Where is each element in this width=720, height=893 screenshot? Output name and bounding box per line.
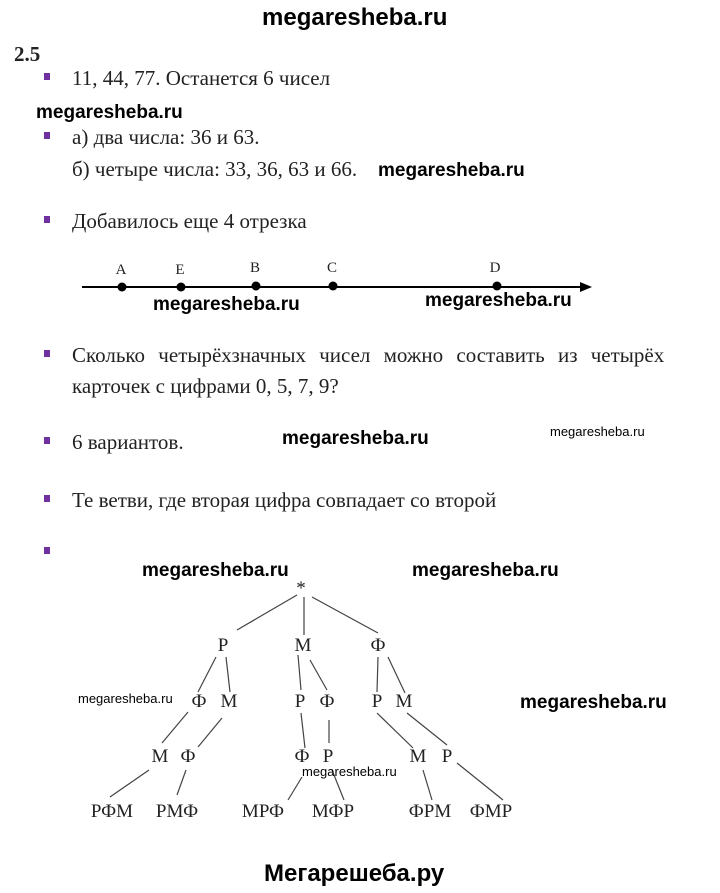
tree-node: Р [217, 635, 229, 656]
watermark-small: megaresheba.ru [78, 691, 173, 706]
point-label: E [175, 262, 185, 278]
bullet-icon [44, 495, 50, 502]
point-label: A [115, 262, 127, 278]
tree-node: М [395, 691, 413, 712]
bullet-icon [44, 73, 50, 80]
tree-leaf: МФР [311, 801, 355, 822]
point-label: C [326, 260, 338, 276]
item-4-line2: карточек с цифрами 0, 5, 7, 9? [72, 374, 339, 398]
tree-node: М [220, 691, 238, 712]
item-6: Те ветви, где вторая цифра совпадает со … [72, 488, 497, 512]
item-2-line1: а) два числа: 36 и 63. [72, 125, 260, 149]
item-5: 6 вариантов. [72, 430, 184, 454]
tree-leaf: МРФ [241, 801, 285, 822]
bullet-icon [44, 132, 50, 139]
watermark: megaresheba.ru [282, 428, 429, 449]
tree-node: М [151, 746, 169, 767]
watermark: megaresheba.ru [36, 102, 183, 123]
tree-leaf: ФРМ [408, 801, 452, 822]
tree-node: М [409, 746, 427, 767]
point-label: B [249, 260, 261, 276]
footer-title: Мегарешеба.ру [264, 860, 445, 887]
tree-node: Ф [370, 635, 386, 656]
watermark: megaresheba.ru [142, 560, 289, 581]
watermark-small: megaresheba.ru [302, 764, 397, 779]
tree-root: * [296, 578, 306, 599]
bullet-icon [44, 437, 50, 444]
tree-node: Ф [180, 746, 196, 767]
tree-leaf: РФМ [90, 801, 134, 822]
bullet-icon [44, 547, 50, 554]
item-3: Добавилось еще 4 отрезка [72, 209, 307, 233]
watermark: megaresheba.ru [425, 290, 572, 311]
watermark: megaresheba.ru [378, 160, 525, 181]
item-2-line2: б) четыре числа: 33, 36, 63 и 66. [72, 157, 358, 181]
tree-node: Ф [319, 691, 335, 712]
watermark: megaresheba.ru [412, 560, 559, 581]
number-line [82, 281, 592, 292]
item-4-line1: Сколько четырёхзначных чисел можно соста… [72, 343, 665, 367]
tree-node: Р [322, 746, 334, 767]
tree-leaf: ФМР [469, 801, 513, 822]
header-watermark: megaresheba.ru [262, 4, 448, 31]
tree-node: Р [441, 746, 453, 767]
tree-node: Ф [294, 746, 310, 767]
watermark: megaresheba.ru [153, 294, 300, 315]
tree-node: Р [294, 691, 306, 712]
tree-node: Р [371, 691, 383, 712]
watermark: megaresheba.ru [520, 692, 667, 713]
tree-node: М [294, 635, 312, 656]
watermark-small: megaresheba.ru [550, 424, 645, 439]
tree-leaf: РМФ [155, 801, 199, 822]
task-number: 2.5 [14, 42, 41, 66]
bullet-icon [44, 216, 50, 223]
tree-node: Ф [191, 691, 207, 712]
item-1: 11, 44, 77. Останется 6 чисел [72, 66, 331, 90]
point-label: D [489, 260, 501, 276]
bullet-icon [44, 350, 50, 357]
